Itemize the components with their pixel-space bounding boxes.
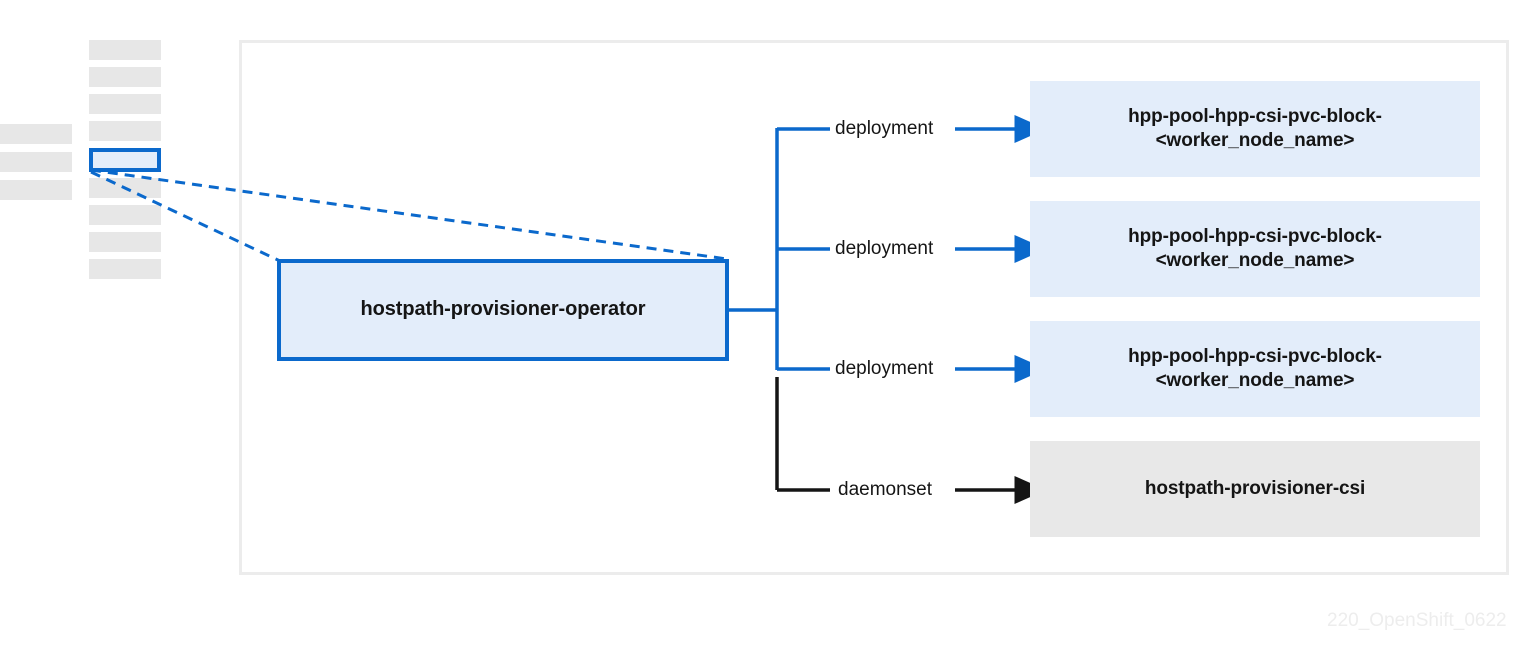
node-hostpath-provisioner-operator[interactable]: hostpath-provisioner-operator bbox=[277, 259, 729, 361]
edge-label-deployment-3: deployment bbox=[830, 359, 939, 378]
sidebar-item-9[interactable] bbox=[89, 259, 161, 279]
sidebar-item-1[interactable] bbox=[89, 40, 161, 60]
node-hpp-pool-3-line1: hpp-pool-hpp-csi-pvc-block- bbox=[1128, 345, 1382, 367]
sidebar-item-6[interactable] bbox=[89, 178, 161, 198]
edge-label-daemonset: daemonset bbox=[833, 480, 938, 499]
node-hpp-pool-2-line1: hpp-pool-hpp-csi-pvc-block- bbox=[1128, 225, 1382, 247]
sidebar-item-7[interactable] bbox=[89, 205, 161, 225]
node-hpp-pool-2-line2: <worker_node_name> bbox=[1155, 250, 1355, 271]
sidebar-item-4[interactable] bbox=[89, 121, 161, 141]
watermark-label: 220_OpenShift_0622 bbox=[1327, 610, 1507, 631]
edge-label-deployment-2: deployment bbox=[830, 239, 939, 258]
sidebar-item-2[interactable] bbox=[89, 67, 161, 87]
left-bar-1 bbox=[0, 124, 72, 144]
sidebar-item-5-active[interactable] bbox=[89, 148, 161, 172]
node-hpp-pool-1-line1: hpp-pool-hpp-csi-pvc-block- bbox=[1128, 105, 1382, 127]
node-hpp-pool-1-line2: <worker_node_name> bbox=[1155, 130, 1355, 151]
node-hpp-pool-3-line2: <worker_node_name> bbox=[1155, 370, 1355, 391]
sidebar-item-8[interactable] bbox=[89, 232, 161, 252]
left-bar-3 bbox=[0, 180, 72, 200]
sidebar-item-3[interactable] bbox=[89, 94, 161, 114]
node-hpp-pool-2[interactable]: hpp-pool-hpp-csi-pvc-block- <worker_node… bbox=[1030, 201, 1480, 297]
node-hostpath-provisioner-csi[interactable]: hostpath-provisioner-csi bbox=[1030, 441, 1480, 537]
node-source-label: hostpath-provisioner-operator bbox=[360, 298, 646, 321]
node-hostpath-provisioner-csi-label: hostpath-provisioner-csi bbox=[1144, 477, 1366, 499]
node-hpp-pool-3[interactable]: hpp-pool-hpp-csi-pvc-block- <worker_node… bbox=[1030, 321, 1480, 417]
node-hpp-pool-1[interactable]: hpp-pool-hpp-csi-pvc-block- <worker_node… bbox=[1030, 81, 1480, 177]
content-frame bbox=[239, 40, 1509, 575]
edge-label-deployment-1: deployment bbox=[830, 119, 939, 138]
left-bar-2 bbox=[0, 152, 72, 172]
